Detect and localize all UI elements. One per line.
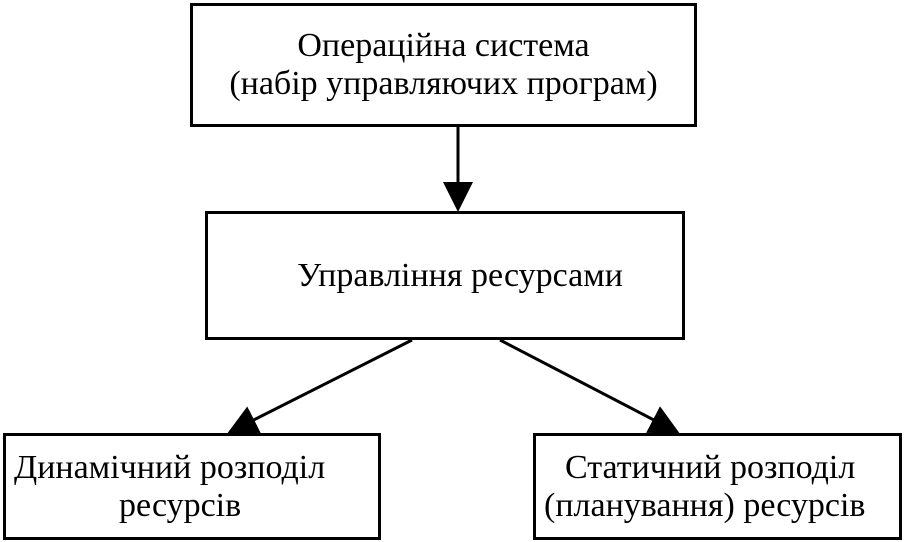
os-box-subtitle: (набір управляючих програм) xyxy=(229,65,658,102)
static-allocation-line2: (планування) ресурсів xyxy=(544,486,866,524)
operating-system-box: Операційна система (набір управляючих пр… xyxy=(190,3,697,127)
arrow-to-static-allocation xyxy=(499,338,680,434)
dynamic-allocation-line2: ресурсів xyxy=(119,486,242,524)
arrow-to-dynamic-allocation xyxy=(227,338,413,434)
os-box-title: Операційна система xyxy=(297,27,590,64)
resource-management-label: Управління ресурсами xyxy=(297,256,623,294)
static-allocation-line1: Статичний розподіл xyxy=(565,448,856,486)
resource-management-box: Управління ресурсами xyxy=(205,211,685,340)
static-allocation-box: Статичний розподіл (планування) ресурсів xyxy=(533,433,902,540)
dynamic-allocation-box: Динамічний розподіл ресурсів xyxy=(3,433,381,540)
dynamic-allocation-line1: Динамічний розподіл xyxy=(14,448,326,486)
